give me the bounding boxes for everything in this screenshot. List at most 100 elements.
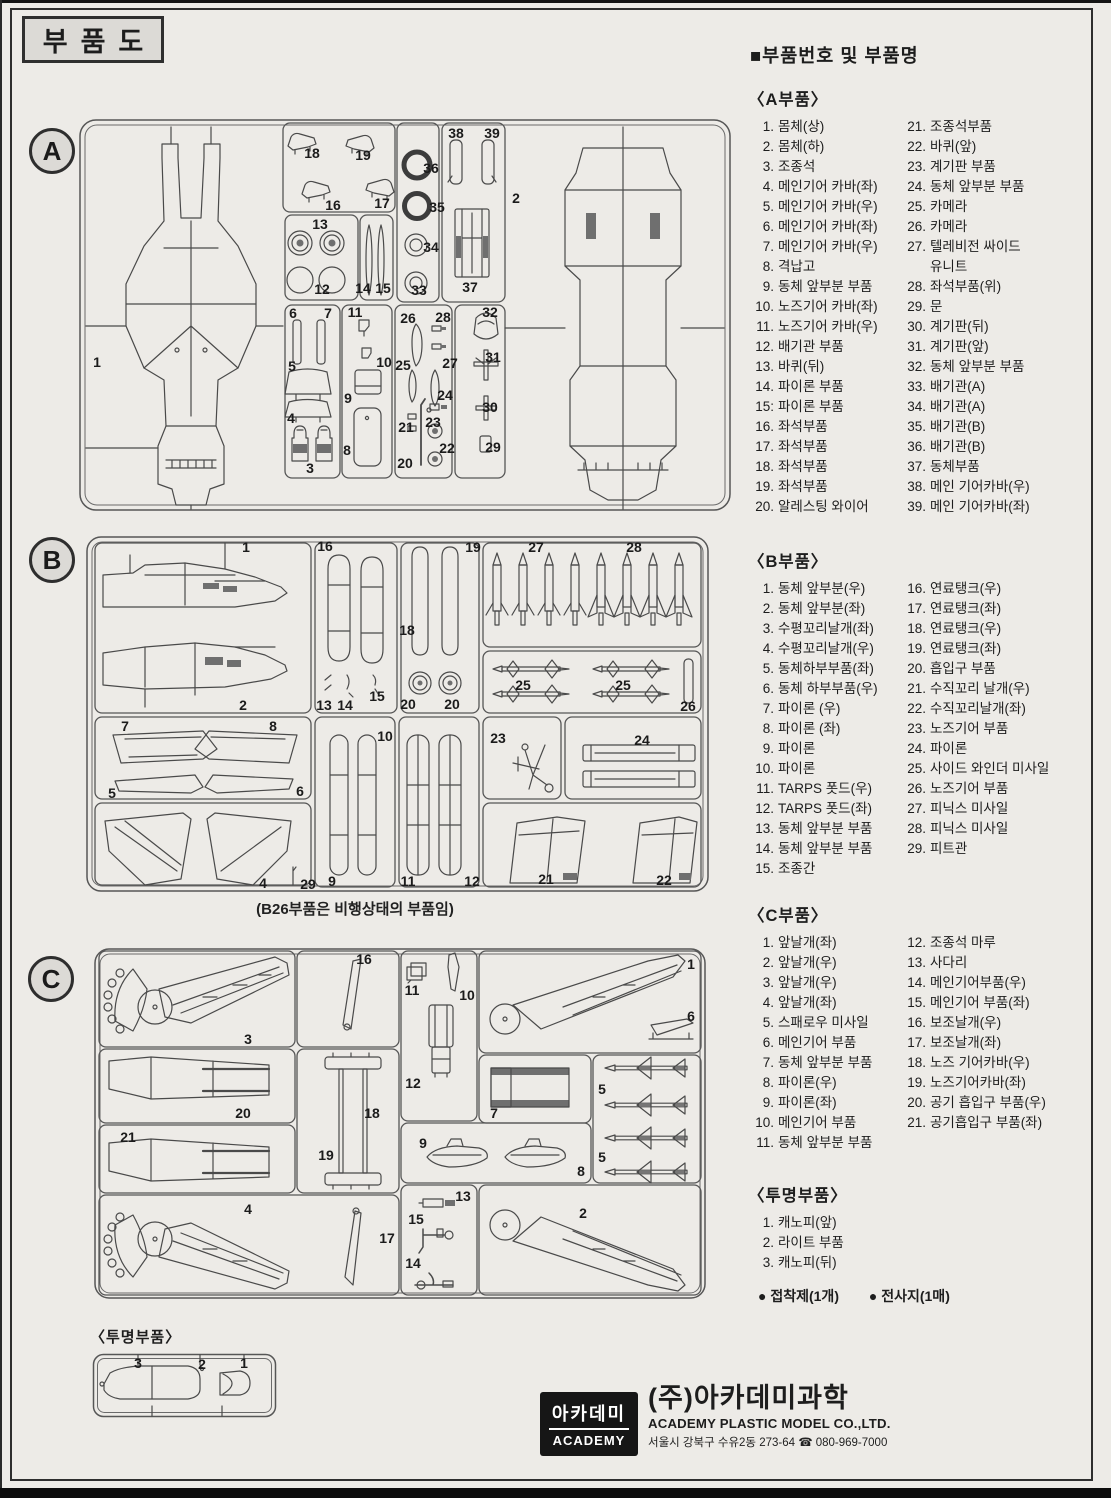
parts-list-row: 7.동체 앞부분 부품: [762, 1055, 873, 1070]
parts-list-row: 39.메인 기어카바(좌): [907, 499, 1030, 514]
parts-list-row: 15.조종간: [755, 861, 816, 876]
parts-list-row: 18.좌석부품: [755, 459, 828, 474]
parts-list-row: 13.바퀴(뒤): [755, 359, 825, 374]
page-title: 부품도: [22, 16, 164, 63]
part-number-label: 4: [244, 1201, 252, 1217]
parts-list-row: 25.카메라: [907, 199, 968, 214]
parts-list-row: 11.노즈기어 카바(우): [756, 319, 878, 334]
part-number-label: 25: [615, 677, 631, 693]
page-edge-top: [0, 0, 1111, 3]
parts-list-row: 2.몸체(하): [762, 139, 825, 154]
parts-list-row: 25.사이드 와인더 미사일: [907, 761, 1050, 776]
parts-list-row: 28.좌석부품(위): [907, 279, 1002, 294]
part-number-label: 33: [411, 282, 427, 298]
parts-list-clear: 〈투명부품〉 1.캐노피(앞) 2.라이트 부품 3.캐노피(뒤): [748, 1182, 1093, 1273]
parts-list-row: 1.캐노피(앞): [762, 1215, 837, 1230]
parts-list-row: 5.스패로우 미사일: [762, 1015, 869, 1030]
parts-list-row: 29.문: [907, 299, 943, 314]
parts-list-row: 17.좌석부품: [755, 439, 828, 454]
sprue-b-badge: B: [29, 537, 75, 583]
part-number-label: 14: [355, 280, 371, 296]
part-number-label: 17: [379, 1230, 395, 1246]
parts-list-b: 〈B부품〉 1.동체 앞부분(우)2.동체 앞부분(좌)3.수평꼬리날개(좌)4…: [748, 548, 1093, 879]
part-number-label: 16: [356, 951, 372, 967]
part-number-label: 22: [439, 440, 455, 456]
part-number-label: 16: [317, 538, 333, 554]
part-number-label: 13: [316, 697, 332, 713]
parts-list-row: 17.연료탱크(좌): [907, 601, 1002, 616]
part-number-label: 23: [425, 414, 441, 430]
part-number-label: 5: [108, 785, 116, 801]
parts-list-row: 21.조종석부품: [907, 119, 993, 134]
parts-list-row: 23.계기판 부품: [907, 159, 996, 174]
academy-logo: 아카데미 ACADEMY: [540, 1392, 638, 1456]
part-number-label: 2: [198, 1356, 206, 1372]
parts-list-row: 2.라이트 부품: [762, 1235, 844, 1250]
sprue-b-art: [86, 536, 709, 892]
part-number-label: 10: [376, 354, 392, 370]
part-number-label: 8: [577, 1163, 585, 1179]
parts-list-row: 20.알레스팅 와이어: [755, 499, 869, 514]
part-number-label: 21: [120, 1129, 136, 1145]
part-number-label: 35: [429, 199, 445, 215]
parts-list-row: 16.보조날개(우): [907, 1015, 1002, 1030]
part-number-label: 12: [314, 281, 330, 297]
part-number-label: 1: [687, 956, 695, 972]
part-number-label: 29: [485, 439, 501, 455]
part-number-label: 20: [397, 455, 413, 471]
part-number-label: 25: [395, 357, 411, 373]
parts-list-row: 2.앞날개(우): [762, 955, 837, 970]
part-number-label: 5: [598, 1081, 606, 1097]
company-block: (주)아카데미과학 ACADEMY PLASTIC MODEL CO.,LTD.…: [648, 1383, 978, 1450]
part-number-label: 15: [369, 688, 385, 704]
parts-list-row: 33.배기관(A): [907, 379, 986, 394]
adhesive-note: ● 접착제(1개): [758, 1288, 839, 1304]
parts-list-row: 34.배기관(A): [907, 399, 986, 414]
parts-list-row: 3.수평꼬리날개(좌): [762, 621, 874, 636]
company-name-kr: (주)아카데미과학: [648, 1383, 849, 1413]
part-number-label: 34: [423, 239, 439, 255]
part-number-label: 13: [312, 216, 328, 232]
part-number-label: 19: [465, 539, 481, 555]
parts-list-row: 22.수직꼬리날개(좌): [907, 701, 1026, 716]
parts-list-row: 36.배기관(B): [907, 439, 986, 454]
parts-list-row: 0.유니트: [930, 259, 968, 274]
parts-list-row: 8.파이론(우): [762, 1075, 837, 1090]
parts-list-row: 7.파이론 (우): [762, 701, 841, 716]
part-number-label: 15: [408, 1211, 424, 1227]
parts-list-row: 18.노즈 기어카바(우): [907, 1055, 1030, 1070]
page-edge-bottom: [0, 1488, 1111, 1498]
company-address: 서울시 강북구 수유2동 273-64 ☎ 080-969-7000: [648, 1436, 888, 1449]
parts-list-row: 7.메인기어 카바(우): [762, 239, 878, 254]
parts-list-row: 32.동체 앞부분 부품: [907, 359, 1025, 374]
part-number-label: 20: [235, 1105, 251, 1121]
parts-list-row: 28.피닉스 미사일: [907, 821, 1009, 836]
part-number-label: 7: [324, 305, 332, 321]
part-number-label: 4: [259, 875, 267, 891]
parts-list-row: 4.메인기어 카바(좌): [762, 179, 878, 194]
clear-parts-header: 〈투명부품〉: [90, 1329, 182, 1346]
part-number-label: 31: [485, 349, 501, 365]
part-number-label: 39: [484, 125, 500, 141]
parts-list-row: 5.동체하부부품(좌): [762, 661, 874, 676]
parts-list-a-title: 〈A부품〉: [748, 91, 829, 109]
parts-list-row: 9.파이론: [762, 741, 816, 756]
part-number-label: 23: [490, 730, 506, 746]
part-number-label: 8: [343, 442, 351, 458]
decal-note: ● 전사지(1매): [868, 1288, 950, 1304]
parts-list-row: 27.텔레비전 싸이드: [907, 239, 1021, 254]
parts-list-clear-title: 〈투명부품〉: [748, 1187, 848, 1205]
page-edge-left: [0, 0, 2, 1498]
part-number-label: 15: [375, 280, 391, 296]
part-number-label: 13: [455, 1188, 471, 1204]
parts-list-row: 26.카메라: [907, 219, 968, 234]
parts-list-row: 3.캐노피(뒤): [762, 1255, 837, 1270]
part-number-label: 7: [490, 1105, 498, 1121]
parts-list-row: 2.동체 앞부분(좌): [762, 601, 866, 616]
parts-list-row: 19.연료탱크(좌): [907, 641, 1002, 656]
